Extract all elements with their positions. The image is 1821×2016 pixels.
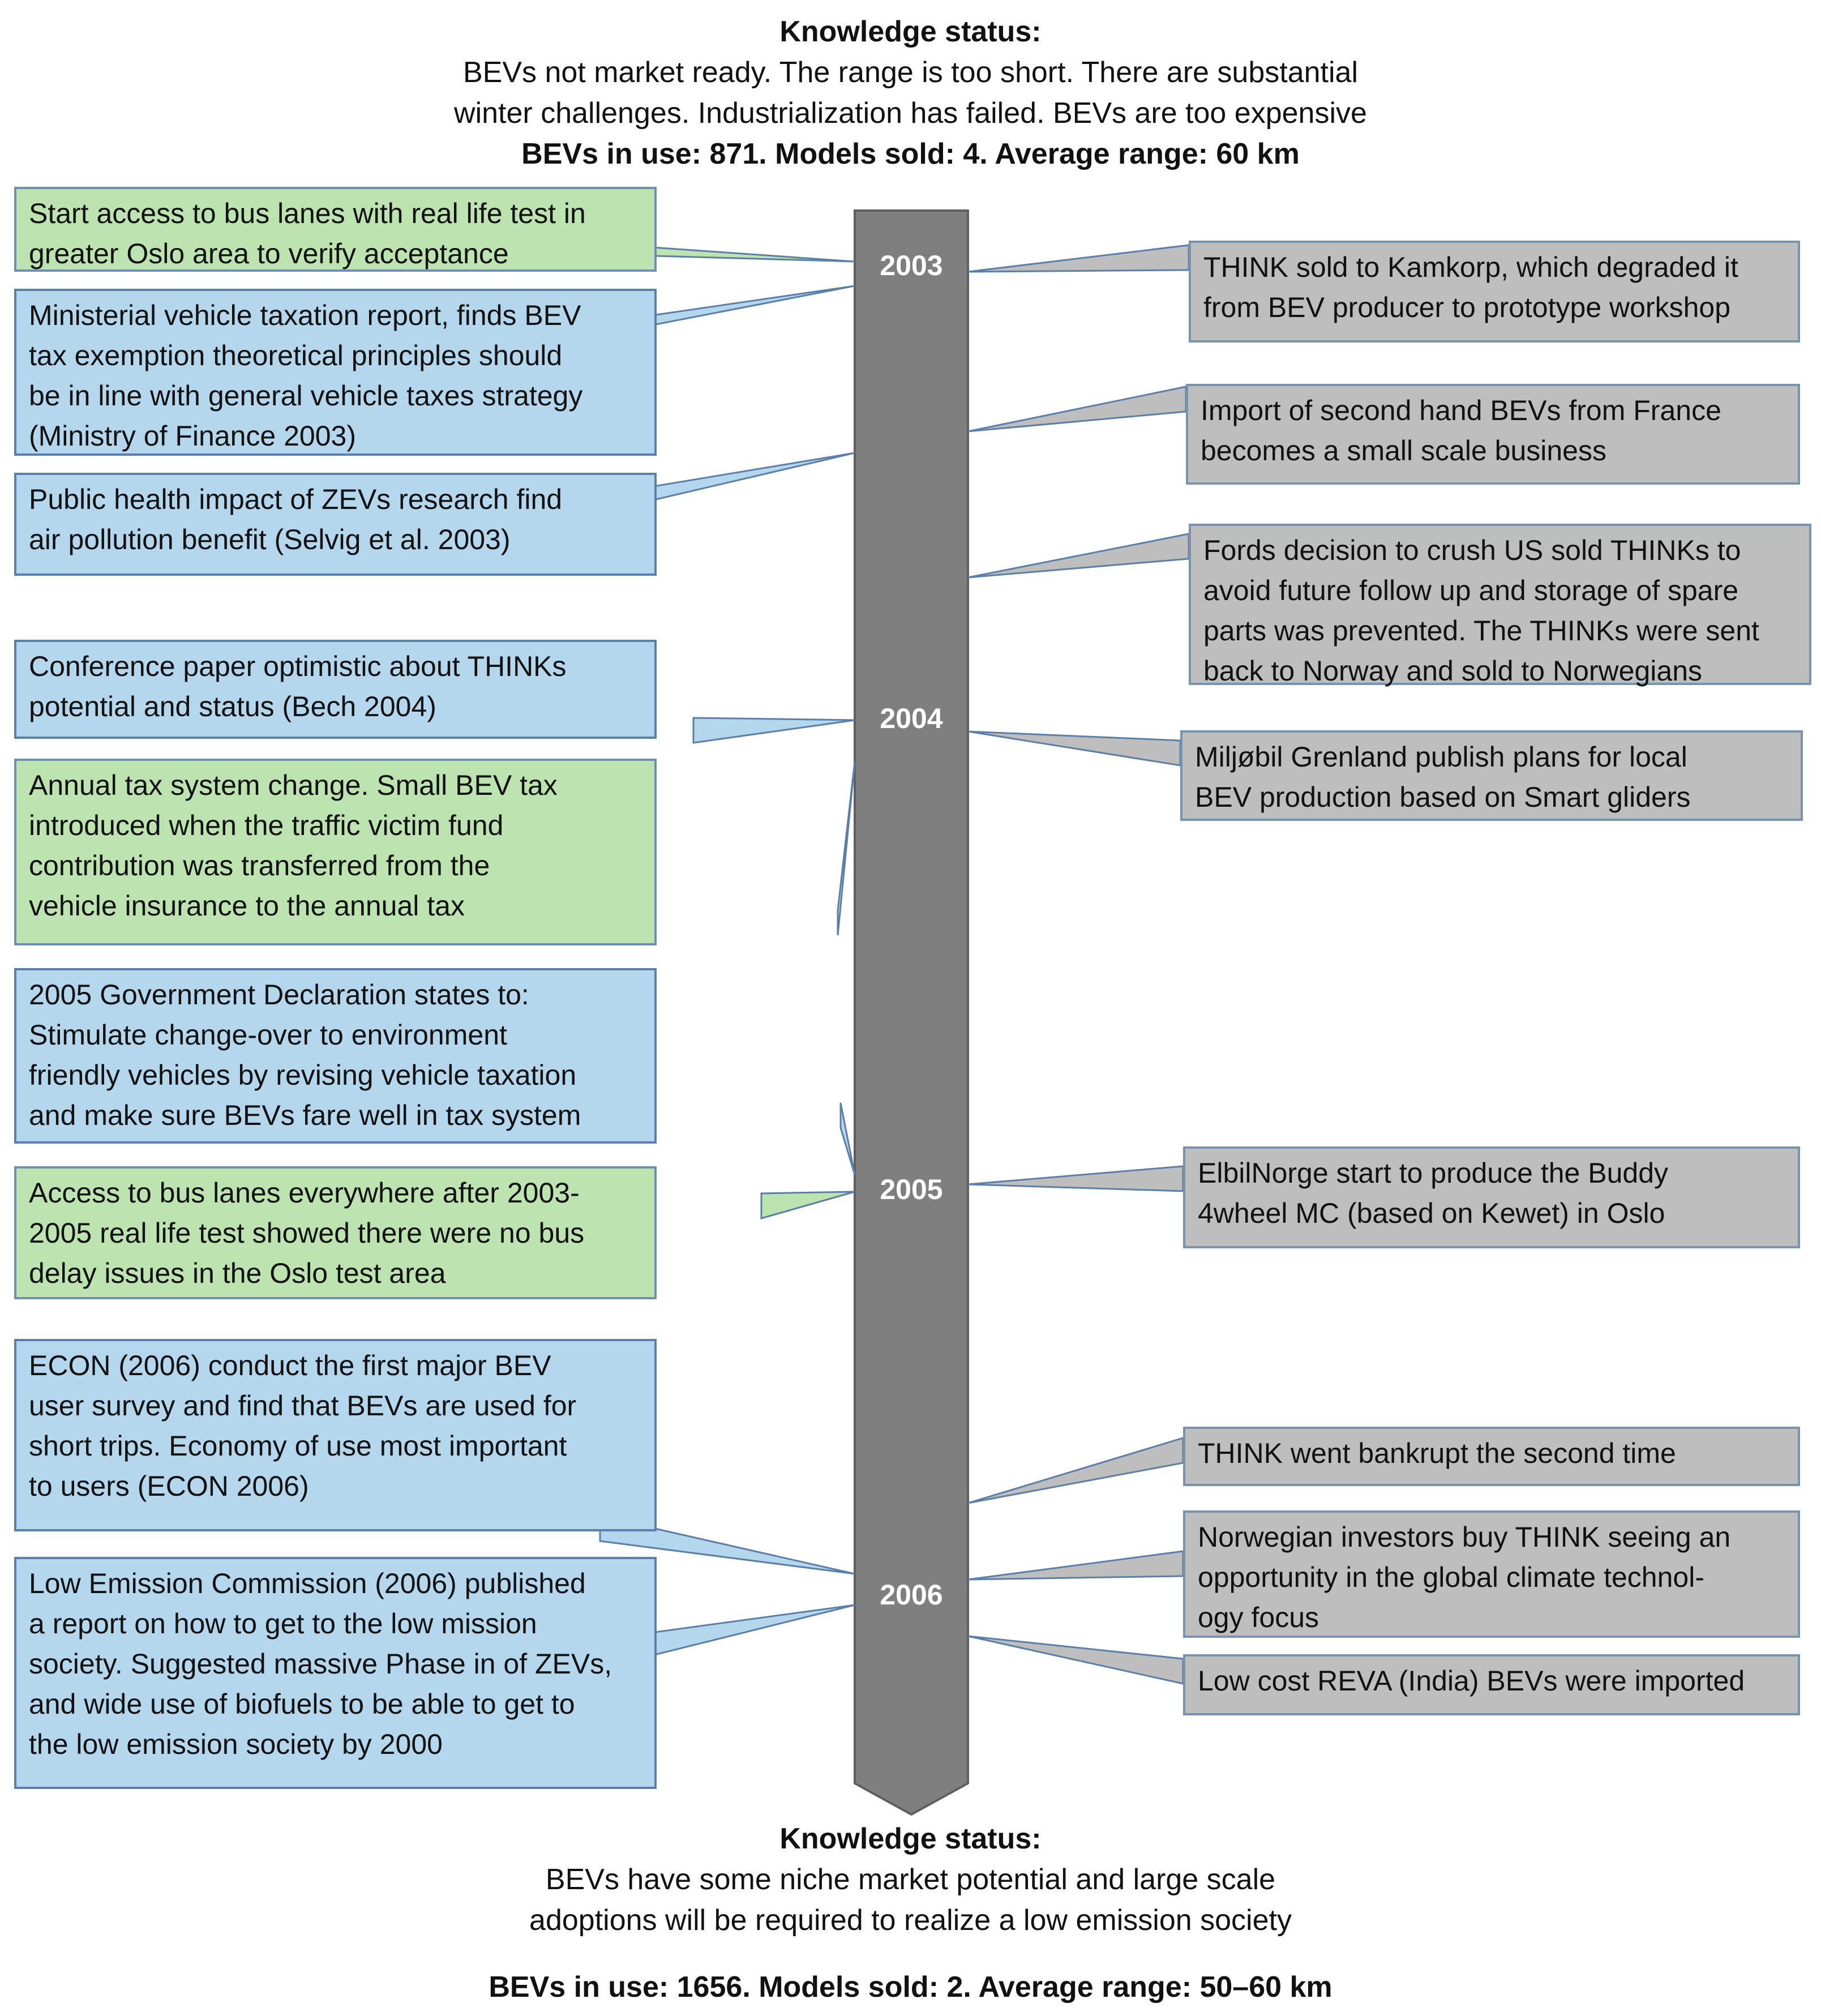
callout-text-line: ElbilNorge start to produce the Buddy bbox=[1198, 1157, 1669, 1189]
callout-text-line: be in line with general vehicle taxes st… bbox=[29, 380, 583, 412]
callout-text-line: Import of second hand BEVs from France bbox=[1201, 395, 1721, 426]
callout-text-line: Miljøbil Grenland publish plans for loca… bbox=[1195, 741, 1687, 773]
callout-text-line: from BEV producer to prototype workshop bbox=[1203, 292, 1731, 323]
callout-text-line: user survey and find that BEVs are used … bbox=[29, 1390, 577, 1422]
callout-text-line: 4wheel MC (based on Kewet) in Oslo bbox=[1198, 1197, 1665, 1229]
right-event-callout-0: THINK sold to Kamkorp, which degraded it… bbox=[1189, 241, 1800, 343]
callout-text-line: parts was prevented. The THINKs were sen… bbox=[1203, 615, 1759, 647]
left-callout-pointer-4 bbox=[837, 761, 856, 936]
callout-text-line: Low Emission Commission (2006) published bbox=[29, 1568, 586, 1599]
callout-text-line: the low emission society by 2000 bbox=[29, 1728, 443, 1760]
callout-text-line: ogy focus bbox=[1198, 1602, 1319, 1633]
callout-text-line: and make sure BEVs fare well in tax syst… bbox=[29, 1099, 581, 1131]
year-label-2003: 2003 bbox=[880, 250, 943, 281]
callout-text-line: Access to bus lanes everywhere after 200… bbox=[29, 1177, 580, 1209]
callout-text-line: 2005 Government Declaration states to: bbox=[29, 979, 529, 1011]
callout-text-line: potential and status (Bech 2004) bbox=[29, 691, 436, 722]
top-knowledge-status: Knowledge status: BEVs not market ready.… bbox=[0, 11, 1821, 174]
callout-text-line: to users (ECON 2006) bbox=[29, 1470, 309, 1502]
year-label-2004: 2004 bbox=[880, 703, 943, 734]
right-event-callout-7: Low cost REVA (India) BEVs were imported bbox=[1183, 1654, 1800, 1715]
callout-text-line: Norwegian investors buy THINK seeing an bbox=[1198, 1521, 1731, 1553]
callout-text-line: (Ministry of Finance 2003) bbox=[29, 420, 357, 452]
left-callout-pointer-3 bbox=[692, 717, 855, 744]
left-event-callout-3: Conference paper optimistic about THINKs… bbox=[14, 640, 657, 739]
callout-text-line: and wide use of biofuels to be able to g… bbox=[29, 1688, 575, 1720]
left-event-callout-6: Access to bus lanes everywhere after 200… bbox=[14, 1166, 657, 1299]
callout-text-line: Annual tax system change. Small BEV tax bbox=[29, 769, 558, 801]
left-event-callout-8: Low Emission Commission (2006) published… bbox=[14, 1557, 657, 1789]
timeline-arrow bbox=[854, 209, 969, 1816]
callout-text-line: friendly vehicles by revising vehicle ta… bbox=[29, 1059, 577, 1091]
year-label-2005: 2005 bbox=[880, 1174, 943, 1205]
bottom-status-stats: BEVs in use: 1656. Models sold: 2. Avera… bbox=[489, 1971, 1332, 2004]
callout-text-line: opportunity in the global climate techno… bbox=[1198, 1561, 1704, 1593]
callout-text-line: delay issues in the Oslo test area bbox=[29, 1257, 446, 1289]
callout-text-line: a report on how to get to the low missio… bbox=[29, 1608, 537, 1640]
left-event-callout-7: ECON (2006) conduct the first major BEV u… bbox=[14, 1339, 657, 1531]
callout-text-line: THINK went bankrupt the second time bbox=[1198, 1437, 1676, 1469]
callout-text-line: greater Oslo area to verify acceptance bbox=[29, 238, 509, 269]
right-event-callout-5: THINK went bankrupt the second time bbox=[1183, 1427, 1800, 1486]
callout-text-line: Start access to bus lanes with real life… bbox=[29, 198, 586, 229]
right-event-callout-1: Import of second hand BEVs from France be… bbox=[1186, 384, 1800, 485]
bottom-status-line-1: BEVs have some niche market potential an… bbox=[545, 1863, 1276, 1896]
callout-text-line: back to Norway and sold to Norwegians bbox=[1203, 655, 1703, 687]
callout-text-line: Stimulate change-over to environment bbox=[29, 1019, 507, 1051]
top-status-line-2: winter challenges. Industrialization has… bbox=[454, 97, 1367, 130]
callout-text-line: 2005 real life test showed there were no… bbox=[29, 1217, 585, 1249]
callout-text-line: Ministerial vehicle taxation report, fin… bbox=[29, 299, 581, 331]
right-event-callout-3: Miljøbil Grenland publish plans for loca… bbox=[1180, 730, 1803, 821]
callout-text-line: society. Suggested massive Phase in of Z… bbox=[29, 1648, 612, 1680]
callout-text-line: Low cost REVA (India) BEVs were imported bbox=[1198, 1665, 1745, 1697]
left-event-callout-1: Ministerial vehicle taxation report, fin… bbox=[14, 289, 657, 456]
bottom-status-title: Knowledge status: bbox=[779, 1822, 1042, 1855]
callout-text-line: Conference paper optimistic about THINKs bbox=[29, 650, 567, 682]
right-event-callout-2: Fords decision to crush US sold THINKs t… bbox=[1189, 524, 1811, 687]
top-status-title: Knowledge status: bbox=[779, 15, 1042, 48]
left-event-callout-4: Annual tax system change. Small BEV tax i… bbox=[14, 759, 657, 945]
callout-text-line: Fords decision to crush US sold THINKs t… bbox=[1203, 534, 1741, 566]
callout-text-line: THINK sold to Kamkorp, which degraded it bbox=[1203, 251, 1738, 283]
callout-text-line: tax exemption theoretical principles sho… bbox=[29, 340, 563, 371]
right-event-callout-6: Norwegian investors buy THINK seeing an o… bbox=[1183, 1510, 1800, 1638]
bottom-knowledge-status: Knowledge status: BEVs have some niche m… bbox=[0, 1818, 1821, 2008]
year-label-2006: 2006 bbox=[880, 1579, 943, 1611]
top-status-stats: BEVs in use: 871. Models sold: 4. Averag… bbox=[521, 138, 1300, 170]
callout-text-line: short trips. Economy of use most importa… bbox=[29, 1430, 567, 1462]
bottom-status-line-2: adoptions will be required to realize a … bbox=[529, 1904, 1292, 1937]
left-event-callout-2: Public health impact of ZEVs research fi… bbox=[14, 473, 657, 576]
right-event-callout-4: ElbilNorge start to produce the Buddy 4wh… bbox=[1183, 1146, 1800, 1248]
left-callout-pointer-6 bbox=[760, 1191, 855, 1219]
top-status-line-1: BEVs not market ready. The range is too … bbox=[462, 56, 1359, 89]
left-event-callout-5: 2005 Government Declaration states to: St… bbox=[14, 968, 657, 1144]
callout-text-line: introduced when the traffic victim fund bbox=[29, 810, 504, 841]
callout-text-line: avoid future follow up and storage of sp… bbox=[1203, 575, 1739, 606]
callout-text-line: becomes a small scale business bbox=[1201, 435, 1606, 466]
callout-text-line: BEV production based on Smart gliders bbox=[1195, 781, 1691, 813]
callout-text-line: air pollution benefit (Selvig et al. 200… bbox=[29, 524, 511, 555]
left-callout-pointer-5 bbox=[839, 1102, 856, 1175]
callout-text-line: ECON (2006) conduct the first major BEV bbox=[29, 1350, 551, 1381]
callout-text-line: vehicle insurance to the annual tax bbox=[29, 890, 465, 922]
left-event-callout-0: Start access to bus lanes with real life… bbox=[14, 187, 657, 272]
callout-text-line: contribution was transferred from the bbox=[29, 850, 490, 881]
callout-text-line: Public health impact of ZEVs research fi… bbox=[29, 483, 563, 515]
